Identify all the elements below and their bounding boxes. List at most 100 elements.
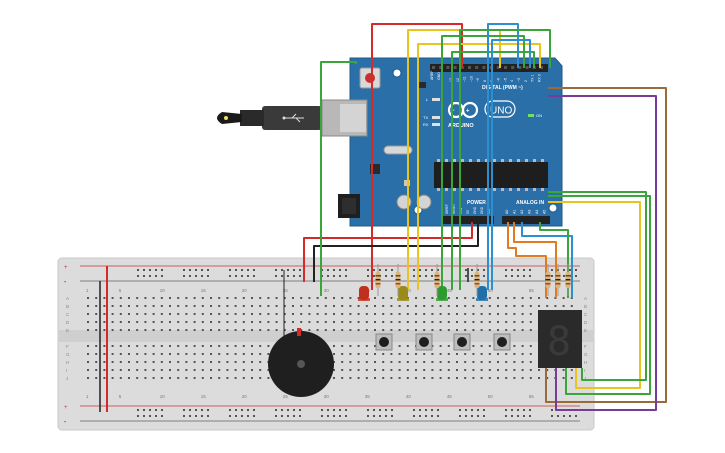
resistor[interactable] (474, 264, 480, 296)
hole (415, 329, 417, 331)
rail-hole (143, 269, 145, 271)
hole (472, 329, 475, 331)
hole (357, 321, 360, 323)
resistor[interactable] (434, 264, 440, 296)
wire-green-loop[interactable] (548, 195, 651, 395)
hole (169, 353, 171, 355)
wire-green-loop2[interactable] (548, 191, 647, 381)
hole (234, 297, 237, 299)
usb-cable[interactable] (217, 106, 322, 130)
pushbutton[interactable] (493, 333, 511, 351)
hole (447, 313, 450, 315)
resistor[interactable] (545, 264, 551, 296)
hole (193, 369, 196, 371)
hole (193, 297, 196, 299)
hole (357, 361, 360, 363)
resistor[interactable] (555, 264, 561, 296)
wire-red-power[interactable] (303, 222, 473, 282)
hole (111, 305, 114, 307)
column-number: 25 (283, 394, 289, 399)
column-number: 55 (529, 288, 535, 293)
digital-pin-label: ~10 (469, 76, 473, 82)
rail-hole (275, 269, 277, 271)
column-number: 15 (201, 394, 207, 399)
hole (513, 361, 516, 363)
hole (144, 353, 147, 355)
hole (103, 377, 106, 379)
hole (251, 305, 253, 307)
wire-orange-a1[interactable] (513, 222, 557, 298)
wire-black-gnd[interactable] (313, 222, 479, 282)
pushbutton[interactable] (453, 333, 471, 351)
rail-hole (183, 269, 185, 271)
hole (185, 361, 188, 363)
hole (521, 377, 524, 379)
led-green[interactable] (436, 286, 448, 301)
wire-green-left[interactable] (320, 61, 357, 296)
hole (316, 297, 319, 299)
capacitor (416, 194, 432, 210)
wire-orange-a0[interactable] (507, 222, 547, 298)
wire-green-pin5[interactable] (459, 29, 551, 290)
resistor[interactable] (375, 264, 381, 296)
wire-yellow-pin10[interactable] (417, 43, 541, 290)
hole (415, 297, 417, 299)
hole (234, 305, 237, 307)
hole (447, 369, 450, 371)
hole (210, 305, 212, 307)
rail-hole (517, 409, 519, 411)
wire-blue-a2[interactable] (521, 222, 573, 298)
hole (136, 305, 139, 307)
hole (292, 297, 294, 299)
hole (128, 377, 130, 379)
hole (488, 329, 491, 331)
row-letter: J (66, 376, 68, 381)
hole (226, 329, 229, 331)
rail-hole (321, 409, 323, 411)
rail-hole (275, 415, 277, 417)
hole (251, 297, 253, 299)
buzzer[interactable] (268, 328, 334, 397)
pushbutton[interactable] (375, 333, 393, 351)
column-number: 5 (119, 394, 122, 399)
wire-purple-loop[interactable] (548, 95, 657, 411)
hole (316, 313, 319, 315)
hole (201, 369, 204, 371)
hole (374, 305, 376, 307)
pushbutton[interactable] (415, 333, 433, 351)
rail-hole (385, 415, 387, 417)
led-blue[interactable] (476, 286, 488, 301)
hole (431, 313, 434, 315)
hole (529, 345, 532, 347)
hole (95, 329, 98, 331)
resistor[interactable] (565, 264, 571, 296)
wire-yellow-pin11[interactable] (407, 29, 501, 290)
hole (349, 305, 352, 307)
rail-hole (241, 269, 243, 271)
hole (111, 321, 114, 323)
hole (365, 329, 368, 331)
seven-segment-display[interactable]: 8 (538, 310, 582, 368)
wire-blue-pin7[interactable] (487, 23, 519, 290)
hole (210, 369, 212, 371)
hole (136, 329, 139, 331)
power-pin-label: IOREF (445, 204, 449, 214)
hole (521, 297, 524, 299)
hole (415, 313, 417, 315)
hole (570, 369, 573, 371)
led-red[interactable] (358, 286, 370, 301)
analog-pin-label: A5 (543, 210, 547, 214)
hole (447, 345, 450, 347)
wire-yellow-loop[interactable] (548, 201, 641, 389)
wire-brown-loop[interactable] (545, 87, 667, 403)
wire-blue-pin6[interactable] (491, 39, 531, 290)
row-letter: A (584, 296, 587, 301)
rail-hole (413, 275, 415, 277)
hole (333, 369, 335, 371)
resistor[interactable] (395, 264, 401, 296)
hole (152, 297, 155, 299)
wire-red-pin13[interactable] (371, 23, 463, 290)
led-yellow[interactable] (397, 286, 409, 301)
